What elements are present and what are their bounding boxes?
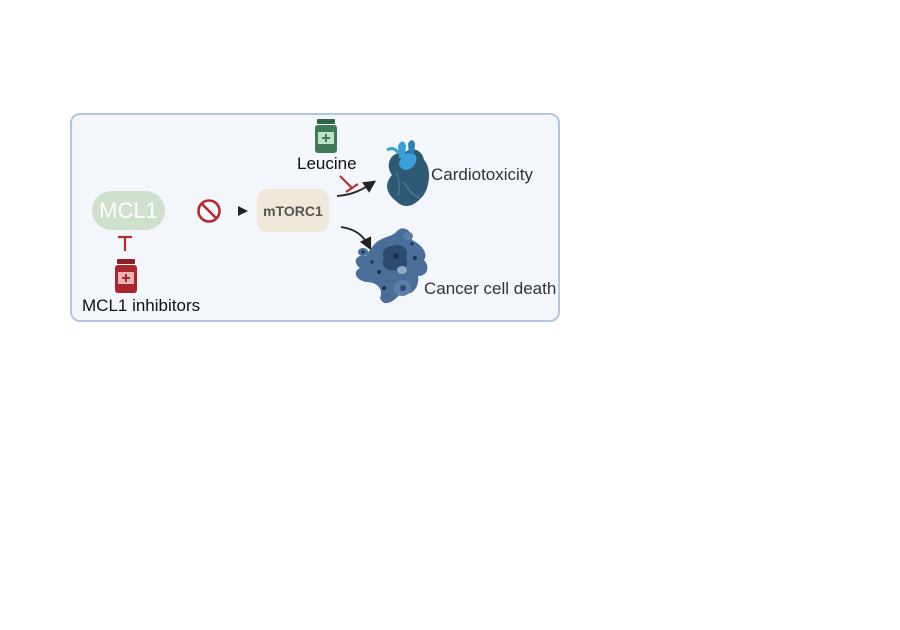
cancer-cell-death-label: Cancer cell death <box>424 279 557 298</box>
leucine-label: Leucine <box>297 154 357 173</box>
cardiotoxicity-label: Cardiotoxicity <box>431 165 534 184</box>
inhibition-bar-icon <box>118 235 132 251</box>
mcl1-node: MCL1 <box>92 191 165 230</box>
pill-bottle-icon <box>115 259 137 293</box>
no-entry-icon <box>197 199 221 223</box>
mtorc1-to-cancer-arrow <box>340 226 372 251</box>
mtorc1-node: mTORC1 <box>257 189 329 232</box>
heart-icon <box>386 140 430 207</box>
mtorc1-to-cardiotoxicity-arrow <box>336 180 377 197</box>
pill-bottle-icon <box>315 119 337 153</box>
cancer-cell-icon <box>355 228 428 304</box>
mcl1-inhibitors-label: MCL1 inhibitors <box>82 296 201 315</box>
inhibition-bar-icon <box>339 175 359 193</box>
